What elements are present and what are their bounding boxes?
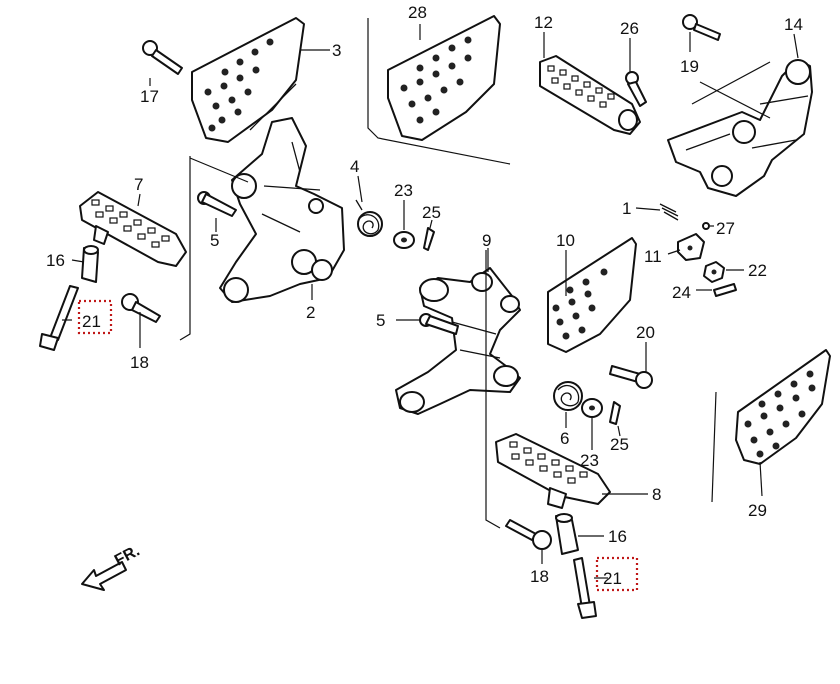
footpeg-7: [79, 191, 187, 267]
highlight-21-left: [77, 299, 113, 335]
bolt-18-left: [121, 293, 161, 323]
label-4: 4: [350, 157, 359, 176]
heel-guard-28: [367, 15, 511, 165]
label-28: 28: [408, 3, 427, 22]
collar-16-right: [555, 513, 579, 555]
washer-23-upper: [393, 231, 415, 249]
label-14: 14: [784, 15, 803, 34]
label-25-upper: 25: [422, 203, 441, 222]
bracket-2: [179, 117, 345, 341]
label-21-left: 21: [82, 312, 101, 331]
label-7: 7: [134, 175, 143, 194]
front-direction-arrow: FR.: [81, 542, 143, 591]
nut-22: [703, 261, 725, 283]
label-9: 9: [482, 231, 491, 250]
spring-6: [553, 381, 583, 411]
label-18-left: 18: [130, 353, 149, 372]
highlight-21-right: [595, 556, 639, 592]
pin-5-center: [419, 313, 459, 335]
leader-lines: [62, 24, 799, 579]
washer-23-lower: [581, 398, 603, 418]
label-23-lower: 23: [580, 451, 599, 470]
bolt-20: [609, 365, 653, 389]
cotter-25-upper: [423, 227, 435, 251]
label-20: 20: [636, 323, 655, 342]
label-5-center: 5: [376, 311, 385, 330]
spring-4: [355, 199, 383, 237]
label-10: 10: [556, 231, 575, 250]
label-21-right: 21: [603, 569, 622, 588]
label-16-left: 16: [46, 251, 65, 270]
pin-5-left: [197, 191, 237, 217]
cotter-25-lower: [609, 401, 621, 425]
label-23-upper: 23: [394, 181, 413, 200]
label-5-left: 5: [210, 231, 219, 250]
label-1: 1: [622, 199, 631, 218]
center-guide-line: [485, 250, 501, 529]
footpeg-12: [539, 55, 641, 135]
label-22: 22: [748, 261, 767, 280]
heel-guard-3: [191, 17, 305, 143]
bracket-14: [667, 59, 813, 197]
label-27: 27: [716, 219, 735, 238]
bolt-18-right: [505, 519, 552, 550]
collar-16-left: [81, 245, 99, 283]
label-2: 2: [306, 303, 315, 322]
label-16-right: 16: [608, 527, 627, 546]
bracket-9: [395, 267, 521, 415]
pin-21-right: [573, 557, 597, 619]
detent-plate-11: [677, 233, 705, 261]
label-26: 26: [620, 19, 639, 38]
bolt-19: [682, 14, 721, 41]
callout-numbers: 3 17 28 12 26 19 14 7 16 21 18 5 2 4 23 …: [46, 3, 803, 588]
spring-1: [659, 203, 679, 221]
label-6: 6: [560, 429, 569, 448]
label-8: 8: [652, 485, 661, 504]
label-29: 29: [748, 501, 767, 520]
pin-26: [625, 71, 647, 107]
label-11: 11: [644, 247, 662, 266]
label-18-right: 18: [530, 567, 549, 586]
pin-21-left: [39, 285, 79, 351]
footpeg-8: [495, 433, 611, 509]
label-17: 17: [140, 87, 159, 106]
detent-ball-27: [702, 222, 710, 230]
label-24: 24: [672, 283, 691, 302]
label-25-lower: 25: [610, 435, 629, 454]
heel-guard-10: [547, 237, 637, 353]
label-3: 3: [332, 41, 341, 60]
screw-24: [713, 283, 737, 297]
label-19: 19: [680, 57, 699, 76]
label-12: 12: [534, 13, 553, 32]
heel-guard-29: [711, 349, 831, 503]
bolt-17: [142, 40, 183, 75]
